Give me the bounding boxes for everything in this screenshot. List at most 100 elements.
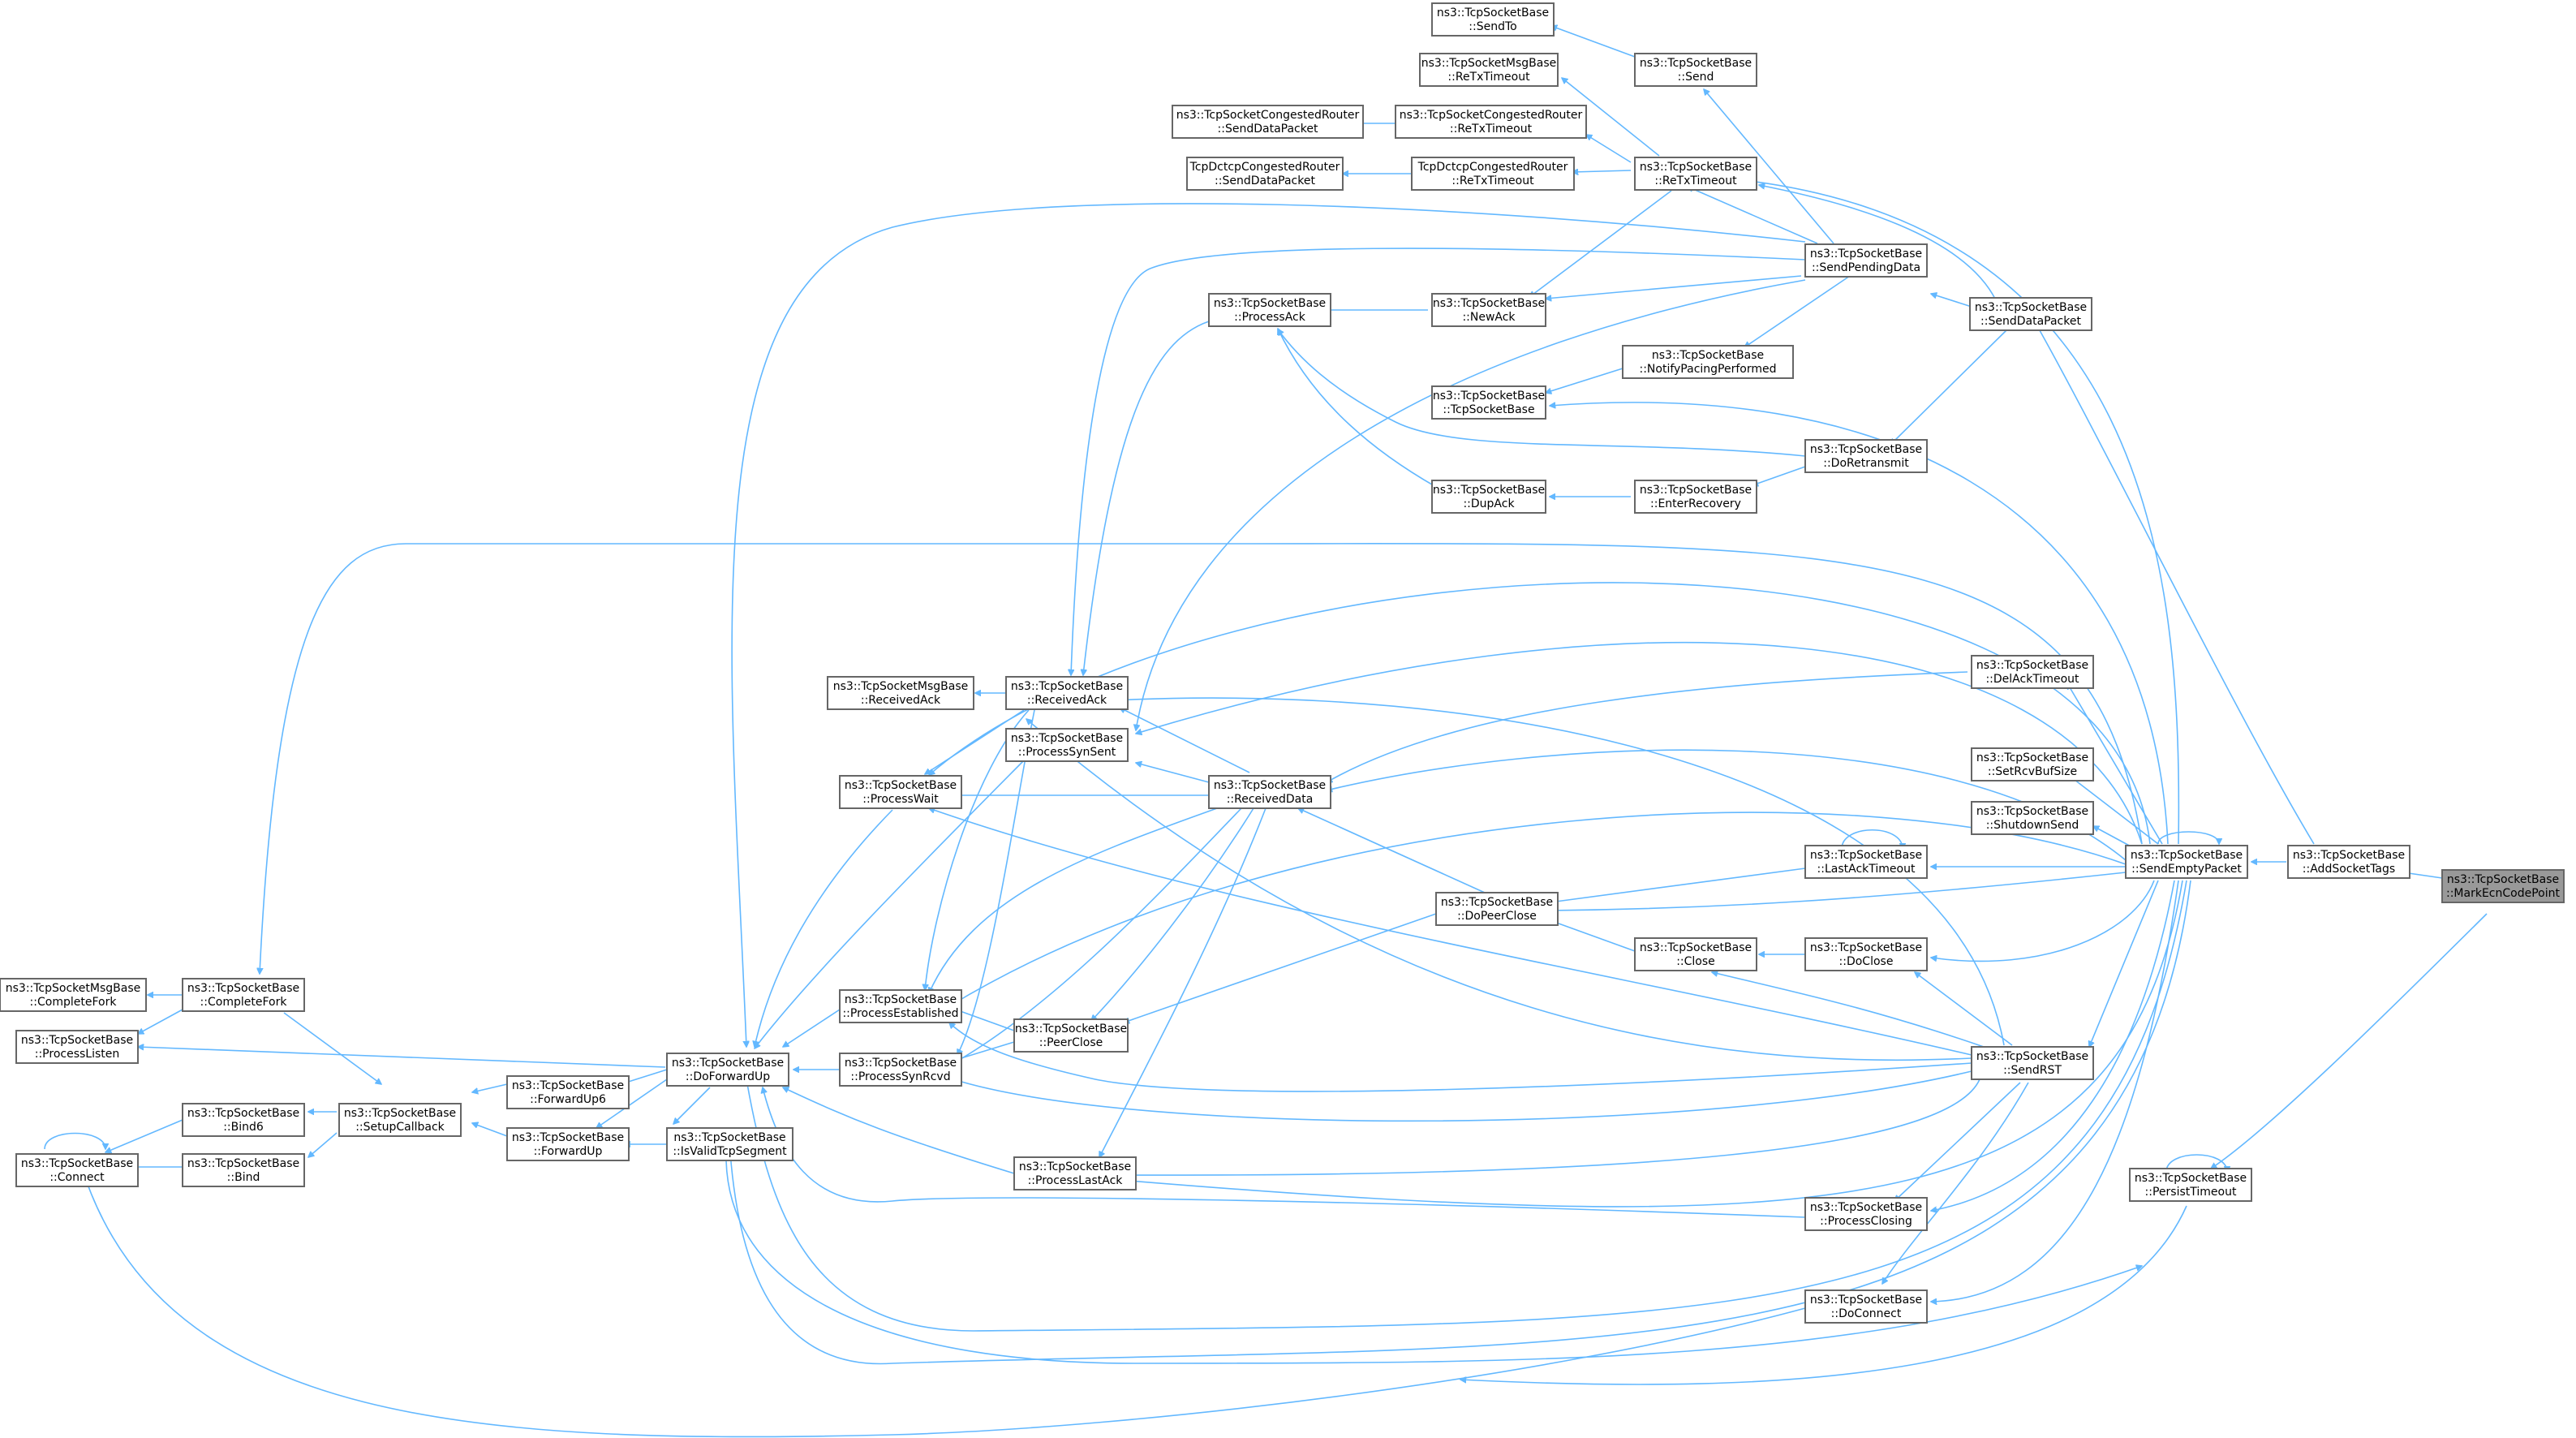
graph-node-send-pending-data[interactable]: ns3::TcpSocketBase::SendPendingData [1804,243,1928,278]
edge-synsent-forwardup [755,757,1027,1048]
node-label-line1: ns3::TcpSocketMsgBase [1421,57,1556,70]
node-box [1411,157,1575,191]
graph-node-connect[interactable]: ns3::TcpSocketBase::Connect [15,1153,139,1187]
graph-node-bind6[interactable]: ns3::TcpSocketBase::Bind6 [182,1103,305,1137]
edge-rst-receivedack [1034,697,2005,1046]
graph-node-process-closing[interactable]: ns3::TcpSocketBase::ProcessClosing [1804,1197,1928,1231]
node-label-line2: ::MarkEcnCodePoint [2446,887,2560,900]
node-label-line2: ::ForwardUp [534,1145,603,1158]
edge-send-sendto [1551,26,1636,58]
graph-node-shutdown-send[interactable]: ns3::TcpSocketBase::ShutdownSend [1971,801,2094,835]
graph-node-process-syn-sent[interactable]: ns3::TcpSocketBase::ProcessSynSent [1005,728,1129,762]
graph-node-send-empty-packet[interactable]: ns3::TcpSocketBase::SendEmptyPacket [2125,845,2248,879]
graph-node-del-ack-timeout[interactable]: ns3::TcpSocketBase::DelAckTimeout [1971,655,2094,689]
graph-node-do-connect[interactable]: ns3::TcpSocketBase::DoConnect [1804,1289,1928,1324]
graph-node-msg-retx[interactable]: ns3::TcpSocketMsgBase::ReTxTimeout [1419,53,1559,87]
graph-node-bind[interactable]: ns3::TcpSocketBase::Bind [182,1153,305,1187]
graph-node-add-socket-tags[interactable]: ns3::TcpSocketBase::AddSocketTags [2287,845,2410,879]
node-label-line2: ::ProcessListen [35,1048,120,1061]
edge-connect-self [44,1132,105,1150]
node-label-line2: ::DoForwardUp [686,1070,770,1083]
edge-spd-send [1704,89,1834,244]
node-label-line2: ::ProcessAck [1234,311,1306,324]
graph-node-do-peer-close[interactable]: ns3::TcpSocketBase::DoPeerClose [1435,892,1559,926]
graph-node-is-valid-tcp[interactable]: ns3::TcpSocketBase::IsValidTcpSegment [666,1127,793,1161]
graph-node-forward-up6[interactable]: ns3::TcpSocketBase::ForwardUp6 [506,1075,630,1109]
graph-node-dctcp-retx[interactable]: TcpDctcpCongestedRouter::ReTxTimeout [1411,157,1575,191]
graph-node-process-listen[interactable]: ns3::TcpSocketBase::ProcessListen [15,1030,139,1064]
edge-spd-synsent [1136,279,1806,730]
graph-node-dctcp-send[interactable]: TcpDctcpCongestedRouter::SendDataPacket [1186,157,1344,191]
graph-node-msg-received-ack[interactable]: ns3::TcpSocketMsgBase::ReceivedAck [827,676,974,710]
graph-node-do-retransmit[interactable]: ns3::TcpSocketBase::DoRetransmit [1804,439,1928,473]
graph-node-setup-callback[interactable]: ns3::TcpSocketBase::SetupCallback [338,1103,462,1137]
node-label-line2: ::NotifyPacingPerformed [1639,363,1776,376]
node-label-line2: ::ProcessEstablished [842,1007,958,1020]
graph-node-msg-complete-fork[interactable]: ns3::TcpSocketMsgBase::CompleteFork [0,978,147,1012]
node-label-line2: ::ReceivedAck [1027,694,1107,707]
node-label-line1: ns3::TcpSocketBase [1214,779,1326,792]
node-box [1804,937,1928,971]
graph-node-congested-retx[interactable]: ns3::TcpSocketCongestedRouter::ReTxTimeo… [1395,105,1587,139]
node-box [1969,297,2092,331]
graph-node-send[interactable]: ns3::TcpSocketBase::Send [1634,53,1757,87]
node-label-line2: ::SendEmptyPacket [2131,863,2242,876]
graph-node-peer-close[interactable]: ns3::TcpSocketBase::PeerClose [1013,1018,1129,1053]
graph-node-process-ack[interactable]: ns3::TcpSocketBase::ProcessAck [1208,293,1331,327]
graph-node-do-close[interactable]: ns3::TcpSocketBase::DoClose [1804,937,1928,971]
graph-node-process-established[interactable]: ns3::TcpSocketBase::ProcessEstablished [839,989,962,1023]
graph-node-close[interactable]: ns3::TcpSocketBase::Close [1634,937,1757,971]
edge-retx-dctcp [1572,170,1632,172]
edge-sep-sendrst [2089,880,2159,1047]
graph-node-process-last-ack[interactable]: ns3::TcpSocketBase::ProcessLastAck [1013,1156,1137,1190]
node-box [1395,105,1587,139]
graph-node-last-ack-timeout[interactable]: ns3::TcpSocketBase::LastAckTimeout [1804,845,1928,879]
node-box [506,1127,630,1161]
graph-node-received-data[interactable]: ns3::TcpSocketBase::ReceivedData [1208,775,1331,809]
node-label-line1: ns3::TcpSocketBase [344,1107,456,1120]
node-label-line2: ::ReTxTimeout [1450,123,1533,136]
graph-node-enter-recovery[interactable]: ns3::TcpSocketBase::EnterRecovery [1634,480,1757,514]
graph-node-new-ack[interactable]: ns3::TcpSocketBase::NewAck [1431,293,1546,327]
graph-node-received-ack[interactable]: ns3::TcpSocketBase::ReceivedAck [1005,676,1129,710]
node-label-line2: ::NewAck [1462,311,1516,324]
graph-node-tcp-socket-base[interactable]: ns3::TcpSocketBase::TcpSocketBase [1431,385,1546,420]
node-label-line2: ::Connect [49,1171,105,1184]
graph-node-complete-fork[interactable]: ns3::TcpSocketBase::CompleteFork [182,978,305,1012]
graph-node-send-rst[interactable]: ns3::TcpSocketBase::SendRST [1971,1046,2094,1080]
node-box [1634,480,1757,514]
node-box [1186,157,1344,191]
node-label-line2: ::ProcessClosing [1820,1215,1912,1228]
edge-bind6-connect [105,1119,183,1152]
graph-node-process-syn-rcvd[interactable]: ns3::TcpSocketBase::ProcessSynRcvd [839,1053,962,1087]
edge-spd-receivedack [1071,248,1806,675]
graph-node-process-wait[interactable]: ns3::TcpSocketBase::ProcessWait [839,775,962,809]
edge-rd-receivedack [1120,708,1250,773]
node-label-line2: ::Bind6 [223,1121,264,1134]
graph-node-set-rcv-buf[interactable]: ns3::TcpSocketBase::SetRcvBufSize [1971,747,2094,781]
node-label-line2: ::DoConnect [1831,1307,1902,1320]
graph-node-send-data-packet[interactable]: ns3::TcpSocketBase::SendDataPacket [1969,297,2092,331]
graph-node-notify-pacing[interactable]: ns3::TcpSocketBase::NotifyPacingPerforme… [1622,345,1794,379]
node-box [15,1153,139,1187]
graph-node-send-to[interactable]: ns3::TcpSocketBase::SendTo [1431,2,1555,37]
graph-node-dup-ack[interactable]: ns3::TcpSocketBase::DupAck [1431,480,1546,514]
edge-sdp-pending [1931,294,1972,308]
edge-rst-processwait [929,808,1972,1056]
node-label-line1: ns3::TcpSocketBase [673,1131,785,1144]
node-label-line2: ::EnterRecovery [1650,497,1741,510]
edge-listen-forwardup [138,1047,666,1068]
node-label-line1: ns3::TcpSocketBase [1810,1201,1922,1214]
graph-node-forward-up[interactable]: ns3::TcpSocketBase::ForwardUp [506,1127,630,1161]
node-box [839,1053,962,1087]
node-box [1431,2,1555,37]
node-label-line2: ::PersistTimeout [2145,1186,2237,1199]
graph-node-mark-ecn[interactable]: ns3::TcpSocketBase::MarkEcnCodePoint [2441,869,2565,903]
edge-setup-completefork [283,1012,381,1084]
graph-node-congested-send[interactable]: ns3::TcpSocketCongestedRouter::SendDataP… [1172,105,1364,139]
graph-node-retx-timeout[interactable]: ns3::TcpSocketBase::ReTxTimeout [1634,157,1757,191]
edge-rd-synrcvd [951,807,1242,1065]
edge-sep-lastackprocess [1120,880,2183,1208]
graph-node-persist-timeout[interactable]: ns3::TcpSocketBase::PersistTimeout [2129,1168,2252,1202]
graph-node-do-forward-up[interactable]: ns3::TcpSocketBase::DoForwardUp [666,1053,789,1087]
